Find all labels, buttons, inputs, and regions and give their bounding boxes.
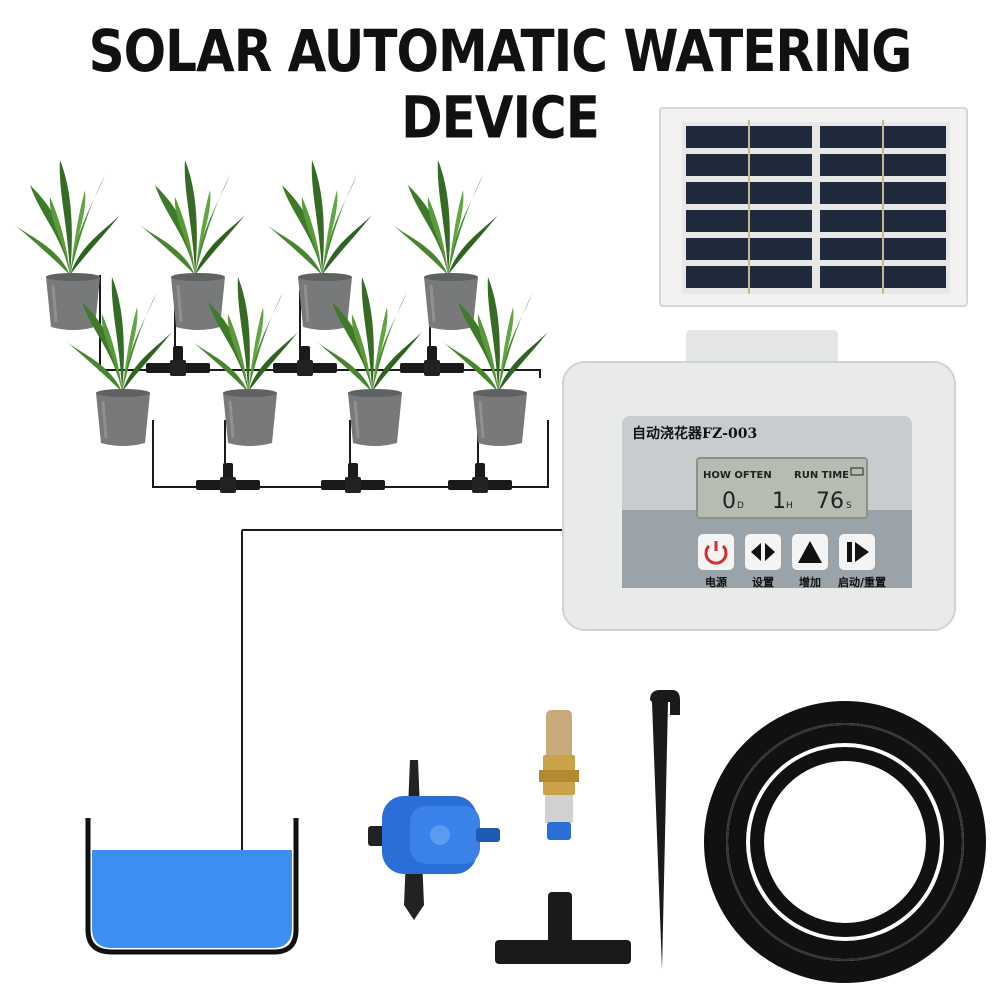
brass-nozzle bbox=[539, 710, 579, 840]
start-reset-button-label: 启动/重置 bbox=[838, 575, 886, 589]
page-title: SOLAR AUTOMATIC WATERING DEVICE bbox=[88, 18, 913, 152]
power-icon bbox=[704, 541, 728, 565]
water-container bbox=[85, 818, 299, 955]
lcd-hours-unit: H bbox=[786, 501, 793, 511]
set-button-label: 设置 bbox=[752, 575, 774, 589]
model-label: 自动浇花器FZ-003 bbox=[632, 425, 757, 442]
lcd-run-time-label: RUN TIME bbox=[794, 470, 849, 481]
lcd-seconds-value: 76 bbox=[816, 489, 844, 514]
power-button[interactable] bbox=[698, 534, 734, 570]
tubing-coil bbox=[704, 701, 986, 983]
lcd-seconds-unit: S bbox=[846, 501, 852, 511]
left-right-arrows-icon bbox=[751, 543, 775, 561]
tee-connector bbox=[321, 463, 385, 493]
plant-pot-3 bbox=[267, 160, 372, 332]
lcd-days-unit: D bbox=[737, 501, 744, 511]
play-icon bbox=[847, 542, 869, 562]
set-button[interactable] bbox=[745, 534, 781, 570]
controller-buttons bbox=[698, 534, 875, 570]
battery-icon bbox=[850, 467, 864, 476]
solar-panel bbox=[659, 107, 968, 307]
power-button-label: 电源 bbox=[705, 575, 727, 589]
lcd-hours-value: 1 bbox=[772, 489, 786, 514]
lcd-days-value: 0 bbox=[722, 489, 736, 514]
blue-dripper bbox=[368, 760, 500, 920]
tee-connector bbox=[196, 463, 260, 493]
plant-pot-1 bbox=[15, 160, 120, 332]
increase-button-label: 增加 bbox=[799, 575, 821, 589]
up-arrow-icon bbox=[798, 541, 822, 563]
lcd-how-often-label: HOW OFTEN bbox=[703, 470, 772, 481]
tee-fitting bbox=[495, 892, 631, 964]
tee-connector bbox=[448, 463, 512, 493]
ground-stake bbox=[650, 690, 680, 970]
plant-pot-2 bbox=[140, 160, 245, 332]
plant-pot-4 bbox=[393, 160, 498, 332]
